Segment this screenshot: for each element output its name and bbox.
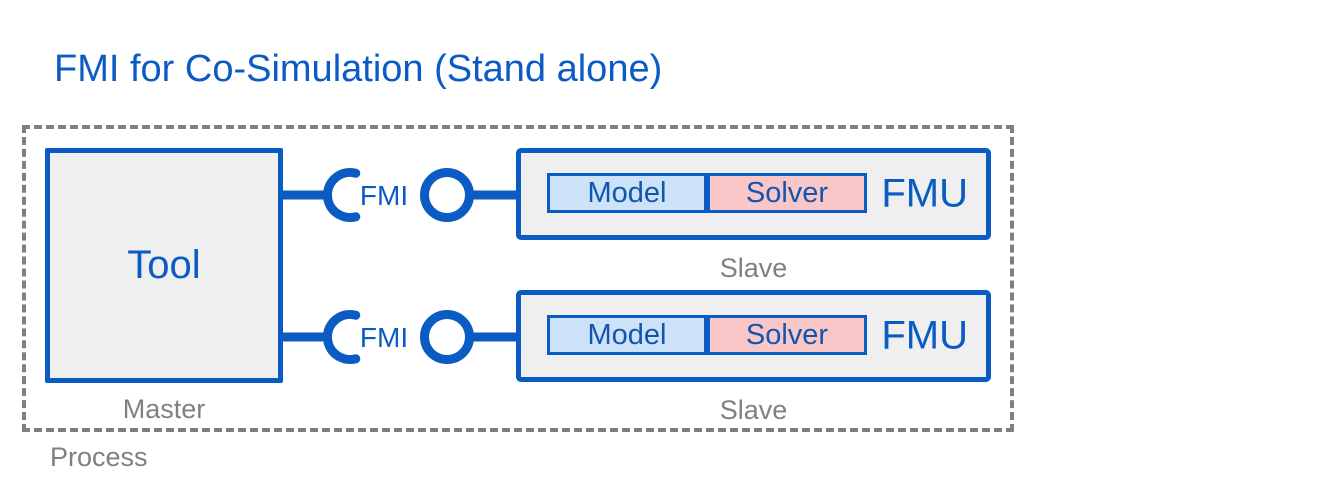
fmi-label: FMI [360,322,408,353]
solver-box: Solver [707,173,867,213]
fmi-label: FMI [360,180,408,211]
fmi-connector: FMI [283,310,517,364]
model-box: Model [547,315,707,355]
process-label: Process [50,442,148,472]
slave-role-label: Slave [719,395,788,425]
slave-role-label: Slave [719,253,788,283]
fmu-box: Model Solver FMU [516,148,991,240]
fmi-plug-icon [420,310,474,364]
fmi-socket-icon [323,168,361,222]
model-box: Model [547,173,707,213]
fmu-label: FMU [881,313,968,358]
tool-label: Tool [127,243,201,287]
fmu-box: Model Solver FMU [516,290,991,382]
fmi-socket-icon [323,310,361,364]
fmu-label: FMU [881,171,968,216]
fmi-connector: FMI [283,168,517,222]
fmi-plug-icon [420,168,474,222]
diagram-title: FMI for Co-Simulation (Stand alone) [54,48,663,90]
master-tool-box: Tool [45,148,283,383]
process-boundary [22,125,1014,432]
solver-box: Solver [707,315,867,355]
master-role-label: Master [122,394,206,424]
